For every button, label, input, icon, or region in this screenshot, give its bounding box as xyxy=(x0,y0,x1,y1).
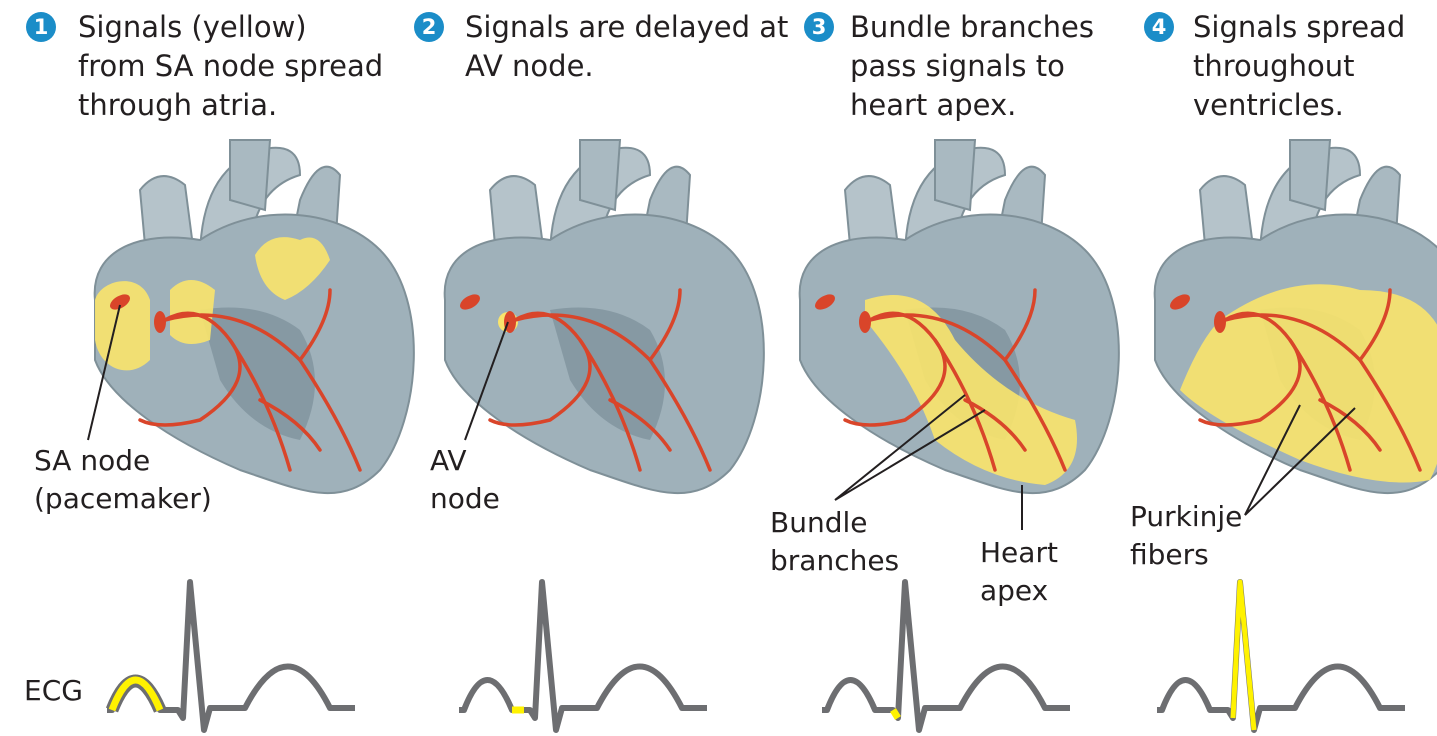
panel-1: 1 Signals (yellow) from SA node spread t… xyxy=(0,0,383,736)
panel-2: 2 Signals are delayed at AV node. AV nod… xyxy=(390,0,788,736)
sa-node-label: SA node (pacemaker) xyxy=(34,444,212,515)
av-node xyxy=(1214,311,1226,333)
step-caption: Bundle branches pass signals to heart ap… xyxy=(850,10,1094,122)
conduction-fiber xyxy=(258,398,322,452)
bundle-branches-pointer xyxy=(834,394,986,501)
conduction-fiber xyxy=(138,338,242,427)
conduction-fiber xyxy=(608,398,672,452)
purkinje-pointer xyxy=(1244,404,1356,516)
conduction-fiber xyxy=(1318,398,1382,452)
step-caption: Signals (yellow) from SA node spread thr… xyxy=(78,10,384,122)
signal-region xyxy=(1180,284,1437,483)
conduction-fiber xyxy=(1198,338,1302,427)
ecg-trace xyxy=(459,579,707,733)
conduction-fiber xyxy=(963,398,1027,452)
ecg-highlight xyxy=(1230,579,1257,731)
panel-4: 4 Signals spread throughout ventricles. … xyxy=(1130,0,1437,736)
signal-region xyxy=(865,295,1077,485)
heart-apex-label: Heart apex xyxy=(980,536,1058,607)
heart-illustration xyxy=(1153,139,1437,494)
conduction-fiber xyxy=(648,288,682,362)
step-badge: 2 xyxy=(414,12,444,42)
signal-region xyxy=(255,237,330,300)
sa-node-pointer xyxy=(87,304,121,441)
ecg-line xyxy=(822,579,1070,733)
ecg-line xyxy=(459,579,707,733)
conduction-fiber xyxy=(1358,288,1392,362)
av-node xyxy=(154,311,166,333)
sa-node xyxy=(110,294,130,310)
panel-3: 3 Bundle branches pass signals to heart … xyxy=(770,0,1130,736)
heart-illustration xyxy=(798,139,1120,494)
sa-node xyxy=(815,294,835,310)
conduction-fiber xyxy=(298,288,332,362)
ecg-trace xyxy=(1157,579,1405,733)
heart-illustration xyxy=(93,139,415,494)
artery-shape xyxy=(934,139,977,212)
ecg-trace xyxy=(822,579,1070,733)
bundle-branches-label: Bundle branches xyxy=(770,506,900,577)
conduction-fiber xyxy=(488,338,592,427)
ecg-highlight xyxy=(108,676,164,712)
conduction-fiber xyxy=(843,338,947,427)
av-node xyxy=(859,311,871,333)
sa-node xyxy=(460,294,480,310)
step-caption: Signals are delayed at AV node. xyxy=(465,10,789,83)
step-badge: 3 xyxy=(804,12,834,42)
av-node-pointer xyxy=(464,321,509,441)
artery-shape xyxy=(579,139,622,212)
purkinje-fibers-label: Purkinje fibers xyxy=(1130,500,1243,571)
av-node-label: AV node xyxy=(430,444,500,515)
artery-shape xyxy=(1289,139,1332,212)
ecg-trace xyxy=(105,579,355,733)
heart-illustration xyxy=(443,139,765,494)
artery-shape xyxy=(229,139,272,212)
step-caption: Signals spread throughout ventricles. xyxy=(1193,10,1406,122)
sa-node xyxy=(1170,294,1190,310)
conduction-fiber xyxy=(1003,288,1037,362)
signal-region xyxy=(95,281,150,371)
step-badge: 1 xyxy=(26,12,56,42)
step-badge: 4 xyxy=(1144,12,1174,42)
ecg-label: ECG xyxy=(24,674,83,707)
ecg-highlight xyxy=(890,708,901,720)
